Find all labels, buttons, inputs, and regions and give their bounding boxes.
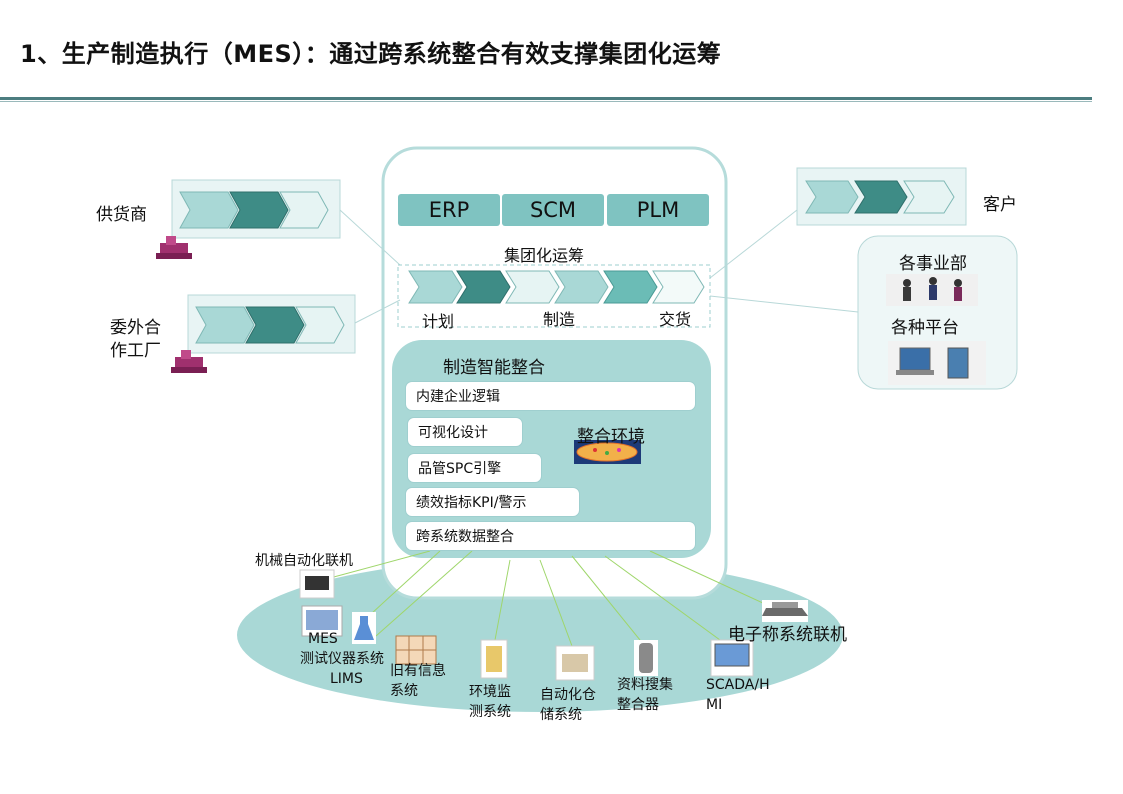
environment-icon (574, 440, 641, 464)
chevron-shape (554, 270, 609, 304)
feature-enterprise-logic: 内建企业逻辑 (405, 381, 696, 411)
chevron-shape (805, 180, 859, 214)
flow-frame (397, 264, 711, 328)
env-monitor-label-line1: 环境监 (469, 684, 511, 700)
feature-visual-design: 可视化设计 (407, 417, 523, 447)
mes-label-line3: LIMS (330, 671, 363, 687)
chevron-shape (408, 270, 463, 304)
environment-label: 整合环境 (577, 427, 645, 447)
flask-icon (352, 612, 376, 644)
chevron-shape (179, 191, 239, 229)
chevron-shape (854, 180, 908, 214)
customer-label: 客户 (983, 195, 1017, 215)
factory-icon (171, 350, 207, 373)
legacy-label-line1: 旧有信息 (390, 663, 446, 679)
data-collector-label-line2: 整合器 (617, 697, 659, 713)
data-collector-label-line1: 资料搜集 (617, 677, 673, 693)
warehouse-icon (555, 645, 595, 681)
clipboard-icon (480, 639, 508, 679)
customer-chevrons (805, 180, 955, 214)
page-title: 1、生产制造执行（MES）：通过跨系统整合有效支撑集团化运筹 (20, 40, 722, 68)
people-icon (886, 274, 978, 306)
scada-label-line2: MI (706, 697, 723, 713)
chevron-shape (903, 180, 955, 214)
machine-automation-label: 机械自动化联机 (255, 553, 353, 569)
flow-chevrons (408, 270, 705, 304)
chevron-shape (295, 306, 345, 344)
outsource-label-line2: 作工厂 (110, 341, 161, 361)
supplier-label: 供货商 (96, 205, 147, 225)
computer-terminal-icon (710, 639, 754, 677)
title-divider-thin (0, 101, 1092, 102)
feature-spc-engine: 品管SPC引擎 (407, 453, 542, 483)
tab-scm: SCM (502, 194, 604, 226)
chevron-shape (603, 270, 658, 304)
outsource-label-line1: 委外合 (110, 318, 161, 338)
scada-label-line1: SCADA/H (706, 677, 770, 693)
flow-label-manufacture: 制造 (543, 310, 576, 329)
platforms-label: 各种平台 (891, 318, 959, 338)
chevron-shape (652, 270, 705, 304)
chevron-shape (195, 306, 255, 344)
storage-label-line1: 自动化仓 (540, 687, 596, 703)
flow-label-deliver: 交货 (659, 310, 692, 329)
feature-kpi-alert: 绩效指标KPI/警示 (405, 487, 580, 517)
scale-label: 电子称系统联机 (728, 625, 847, 645)
chevron-shape (505, 270, 560, 304)
intelligence-title: 制造智能整合 (443, 358, 545, 378)
chevron-shape (229, 191, 289, 229)
scanner-icon (634, 640, 658, 676)
computer-icon (888, 341, 986, 385)
robot-arm-icon (299, 569, 335, 599)
chevron-shape (279, 191, 329, 229)
factory-icon (156, 236, 192, 259)
flow-label-plan: 计划 (422, 312, 455, 331)
storage-label-line2: 储系统 (540, 707, 582, 723)
monitor-icon (301, 605, 343, 637)
group-ops-label: 集团化运筹 (504, 246, 585, 265)
scale-icon (762, 600, 808, 622)
chevron-shape (245, 306, 305, 344)
mes-label-line2: 测试仪器系统 (300, 651, 384, 667)
tab-plm: PLM (607, 194, 709, 226)
title-divider (0, 97, 1092, 100)
tab-erp: ERP (398, 194, 500, 226)
feature-cross-system-data: 跨系统数据整合 (405, 521, 696, 551)
legacy-label-line2: 系统 (390, 683, 418, 699)
outsource-chevrons (195, 306, 345, 344)
divisions-label: 各事业部 (899, 254, 967, 274)
mes-label-line1: MES (308, 631, 338, 647)
grid-icon (395, 635, 437, 665)
env-monitor-label-line2: 测系统 (469, 704, 511, 720)
supplier-chevrons (179, 191, 329, 229)
chevron-shape (456, 270, 511, 304)
